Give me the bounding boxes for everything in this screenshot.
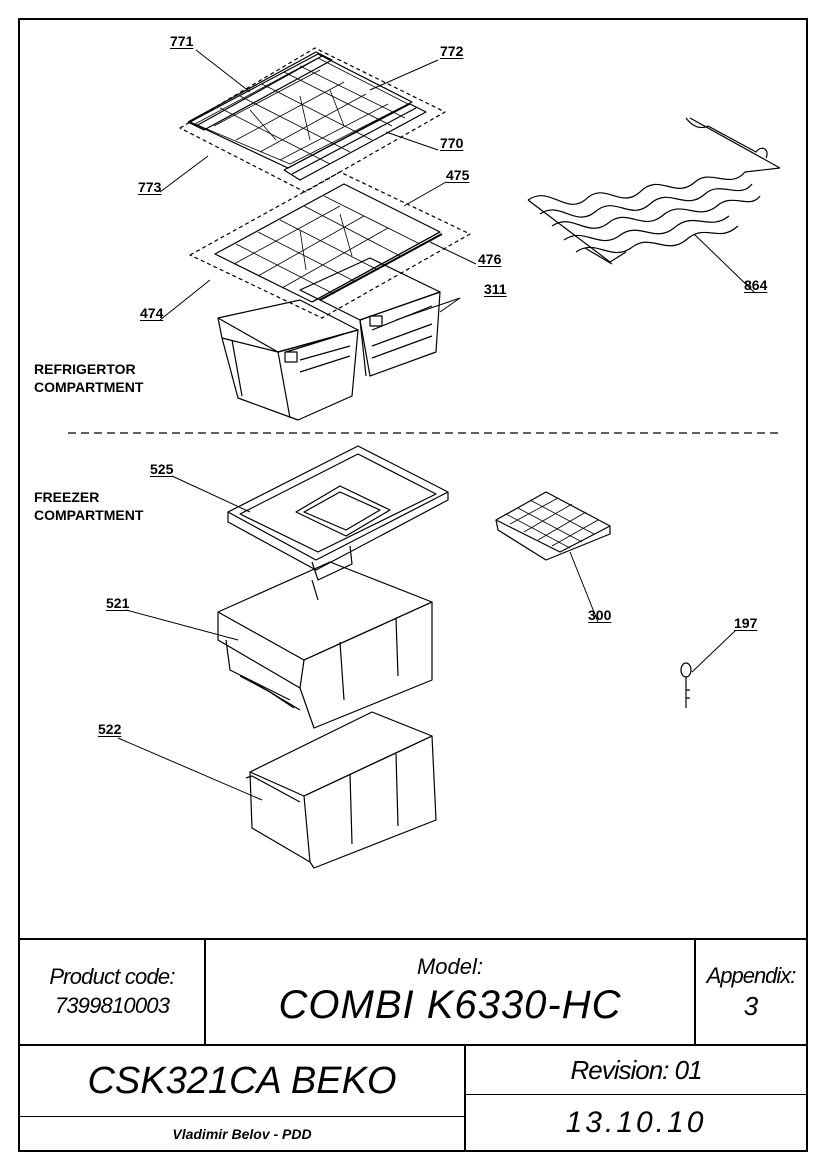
part-label-521: 521 [106, 595, 130, 611]
part-label-770: 770 [440, 135, 464, 151]
part-label-475: 475 [446, 167, 470, 183]
product-code-label: Product code: [49, 964, 175, 989]
part-label-300: 300 [588, 607, 612, 623]
freezer-compartment-title: FREEZER COMPARTMENT [34, 489, 144, 523]
revision: Revision: 01 [570, 1054, 702, 1085]
appendix-label: Appendix: [706, 963, 797, 988]
date: 13.10.10 [565, 1105, 707, 1139]
model-value: COMBI K6330-HC [278, 983, 622, 1027]
ice-cube-tray [495, 491, 611, 561]
part-label-864: 864 [744, 277, 768, 293]
drawing-frame [18, 18, 808, 1152]
date-cell: 13.10.10 [466, 1095, 806, 1150]
product-name-cell: CSK321CA BEKO [20, 1046, 464, 1116]
leader-lines [117, 49, 755, 801]
freezer-tray [227, 445, 449, 581]
author-cell: Vladimir Belov - PDD [20, 1117, 464, 1150]
author: Vladimir Belov - PDD [172, 1125, 312, 1142]
lower-glass-shelf [189, 171, 471, 319]
freezer-drawer-upper [217, 561, 433, 729]
appendix-value: 3 [743, 991, 759, 1021]
part-label-525: 525 [150, 461, 174, 477]
model-label: Model: [416, 954, 484, 979]
appendix-cell: Appendix: 3 [696, 940, 806, 1044]
product-code-cell: Product code: 7399810003 [20, 940, 204, 1044]
freezer-drawer-lower [245, 711, 437, 869]
refrigerator-compartment-title: REFRIGERTOR COMPARTMENT [34, 361, 144, 395]
wine-rack [527, 117, 781, 265]
part-label-522: 522 [98, 721, 122, 737]
part-label-771: 771 [170, 33, 194, 49]
upper-glass-shelf [179, 47, 446, 193]
crisper-drawers [217, 257, 441, 421]
product-code-value: 7399810003 [54, 993, 170, 1018]
part-label-772: 772 [440, 43, 464, 59]
revision-cell: Revision: 01 [466, 1046, 806, 1094]
part-label-474: 474 [140, 305, 164, 321]
part-label-476: 476 [478, 251, 502, 267]
model-cell: Model: COMBI K6330-HC [206, 940, 694, 1044]
key-part [680, 662, 692, 708]
product-name: CSK321CA BEKO [87, 1060, 397, 1102]
part-label-197: 197 [734, 615, 758, 631]
part-label-773: 773 [138, 179, 162, 195]
part-label-311: 311 [484, 281, 507, 297]
